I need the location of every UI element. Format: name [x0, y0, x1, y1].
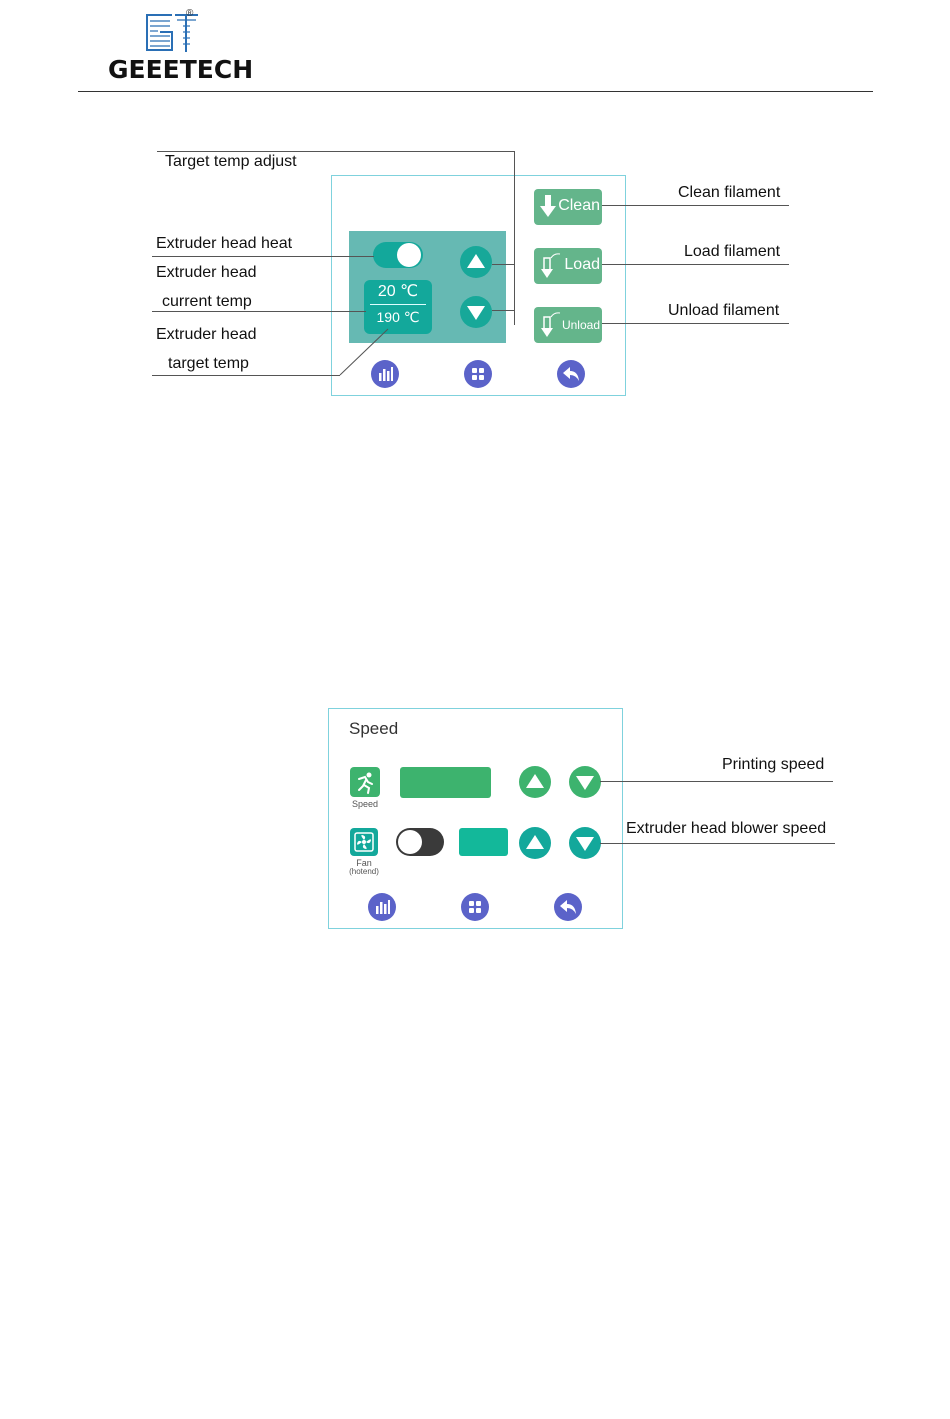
arrow-down-icon [460, 296, 492, 328]
back-arrow-icon [554, 893, 582, 921]
label-printing-speed: Printing speed [722, 756, 824, 774]
geeetech-logo: ® GEEETECH [108, 8, 243, 83]
load-button-label: Load [564, 256, 600, 274]
label-unload-filament: Unload filament [668, 302, 779, 320]
arrow-up-icon [460, 246, 492, 278]
arrow-down-bold-icon [540, 193, 556, 219]
leader-line [152, 256, 374, 257]
label-target-temp-2: target temp [168, 355, 249, 373]
label-extruder-head-heat: Extruder head heat [156, 235, 292, 253]
leader-line [602, 323, 789, 324]
leader-line [157, 151, 514, 152]
label-target-temp-1: Extruder head [156, 326, 257, 344]
nozzle-load-icon [540, 252, 562, 280]
grid-menu-icon [461, 893, 489, 921]
fan-toggle[interactable] [396, 828, 444, 856]
toggle-knob [397, 243, 421, 267]
unload-button-label: Unload [562, 318, 600, 332]
printing-speed-down-button[interactable] [569, 766, 601, 798]
printing-speed-up-button[interactable] [519, 766, 551, 798]
arrow-up-icon [519, 766, 551, 798]
leader-line [602, 205, 789, 206]
fan-icon [350, 828, 378, 856]
blower-speed-down-button[interactable] [569, 827, 601, 859]
temp-down-button[interactable] [460, 296, 492, 328]
unload-filament-button[interactable]: Unload [534, 307, 602, 343]
leader-line [600, 781, 833, 782]
blower-speed-bar [459, 828, 508, 856]
header-divider [78, 91, 873, 92]
leader-line [152, 311, 366, 312]
label-blower-speed: Extruder head blower speed [626, 820, 826, 838]
speed-icon-label: Speed [348, 800, 382, 809]
blower-speed-up-button[interactable] [519, 827, 551, 859]
label-clean-filament: Clean filament [678, 184, 780, 202]
arrow-up-icon [519, 827, 551, 859]
leader-line [152, 375, 340, 376]
fan-icon-tile [350, 828, 378, 856]
leader-line [338, 327, 390, 377]
leader-line [514, 151, 515, 325]
leader-line [602, 264, 789, 265]
running-person-icon [350, 767, 380, 797]
grid-menu-icon [464, 360, 492, 388]
arrow-down-icon [569, 766, 601, 798]
back-arrow-icon [557, 360, 585, 388]
target-temp-value: 190 ℃ [364, 305, 432, 329]
label-target-temp-adjust: Target temp adjust [165, 153, 297, 171]
menu-nav-button[interactable] [461, 893, 489, 921]
label-current-temp-1: Extruder head [156, 264, 257, 282]
back-nav-button[interactable] [554, 893, 582, 921]
leader-line [600, 843, 835, 844]
bar-chart-icon [368, 893, 396, 921]
toggle-knob [398, 830, 422, 854]
clean-button-label: Clean [558, 197, 600, 215]
arrow-down-icon [569, 827, 601, 859]
clean-filament-button[interactable]: Clean [534, 189, 602, 225]
nozzle-unload-icon [540, 311, 562, 339]
speed-icon-tile [350, 767, 380, 797]
label-load-filament: Load filament [684, 243, 780, 261]
extruder-temp-display: 20 ℃ 190 ℃ [364, 280, 432, 334]
printing-speed-bar [400, 767, 491, 798]
extruder-heat-toggle[interactable] [373, 242, 423, 268]
label-current-temp-2: current temp [162, 293, 252, 311]
logo-text: GEEETECH [108, 55, 253, 84]
leader-line [492, 310, 514, 311]
load-filament-button[interactable]: Load [534, 248, 602, 284]
menu-nav-button[interactable] [464, 360, 492, 388]
fan-icon-sublabel: (hotend) [344, 867, 384, 876]
temp-up-button[interactable] [460, 246, 492, 278]
stats-nav-button[interactable] [368, 893, 396, 921]
registered-mark: ® [186, 8, 193, 19]
leader-line [492, 264, 514, 265]
current-temp-value: 20 ℃ [364, 280, 432, 304]
speed-screen-title: Speed [349, 719, 398, 739]
back-nav-button[interactable] [557, 360, 585, 388]
